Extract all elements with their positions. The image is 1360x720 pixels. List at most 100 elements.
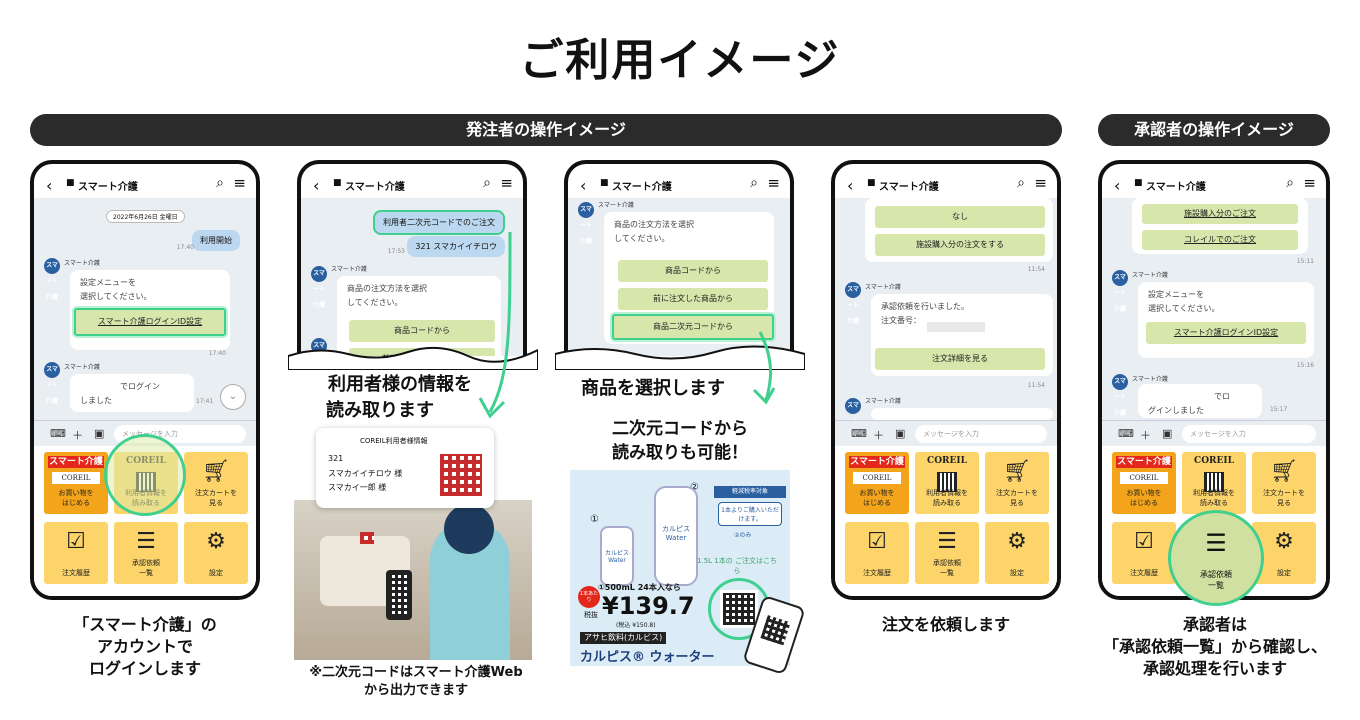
search-icon[interactable]: ⌕ bbox=[750, 175, 758, 191]
option-product-code[interactable]: 商品コードから bbox=[349, 320, 495, 342]
approval-list-highlight[interactable]: 承認依頼 一覧 bbox=[1200, 570, 1232, 590]
gear-icon: ⚙ bbox=[1274, 529, 1294, 554]
back-arrow-icon[interactable]: ‹ bbox=[580, 176, 587, 195]
caption-read-2: 読み取ります bbox=[326, 400, 434, 421]
keyboard-icon[interactable]: ⌨ bbox=[50, 427, 66, 440]
search-icon[interactable]: ⌕ bbox=[483, 175, 491, 191]
bot-text: 商品の注文方法を選択 してください。 bbox=[347, 284, 427, 307]
bot-avatar: スマート介護 bbox=[44, 362, 60, 405]
back-arrow-icon[interactable]: ‹ bbox=[1114, 176, 1121, 195]
price-label: 税抜 bbox=[584, 611, 598, 619]
tile-label: 利用者情報を 読み取る bbox=[1193, 489, 1235, 507]
menu-icon[interactable]: ≡ bbox=[1034, 174, 1047, 192]
keyboard-icon[interactable]: ⌨ bbox=[851, 427, 867, 440]
option-facility-order[interactable]: 施設購入分のご注文 bbox=[1142, 204, 1298, 224]
bot-bubble: でログイン しました bbox=[70, 374, 194, 412]
highlight-ring: ☰ 承認依頼 一覧 bbox=[1168, 510, 1264, 606]
nurse-head bbox=[444, 504, 494, 554]
message-input[interactable]: メッセージを入力 bbox=[915, 425, 1047, 443]
shop-start-tile[interactable]: スマート介護 COREIL お買い物を はじめる bbox=[845, 452, 909, 514]
shop-start-tile[interactable]: スマート介護 COREIL お買い物を はじめる bbox=[1112, 452, 1176, 514]
timestamp: 17:40 bbox=[176, 244, 194, 251]
login-text: グインしました bbox=[1148, 406, 1204, 415]
cart-tile[interactable]: 🛒︎ 注文カートを 見る bbox=[1252, 452, 1316, 514]
app-name: スマート介護 bbox=[1146, 182, 1206, 193]
plus-icon[interactable]: ＋ bbox=[72, 429, 83, 442]
bot-bubble: 商品の注文方法を選択 してください。 bbox=[337, 276, 501, 356]
app-header: ‹ ■ スマート介護 ⌕ ≡ bbox=[34, 164, 256, 206]
back-arrow-icon[interactable]: ‹ bbox=[46, 176, 53, 195]
menu-icon[interactable]: ≡ bbox=[1303, 174, 1316, 192]
back-arrow-icon[interactable]: ‹ bbox=[847, 176, 854, 195]
bottle-small: カルピス Water bbox=[600, 526, 634, 586]
option-none[interactable]: なし bbox=[875, 206, 1045, 228]
gear-icon: ⚙ bbox=[1007, 529, 1027, 554]
maker-label: アサヒ飲料(カルビス) bbox=[580, 632, 667, 644]
search-icon[interactable]: ⌕ bbox=[216, 175, 224, 191]
bot-text: 設定メニューを 選択してください。 bbox=[80, 278, 152, 301]
image-icon[interactable]: ▣ bbox=[94, 427, 105, 440]
order-history-tile[interactable]: ☑ 注文履歴 bbox=[845, 522, 909, 584]
bot-bubble: でロ グインしました bbox=[1138, 384, 1262, 418]
order-history-tile[interactable]: ☑ 注文履歴 bbox=[44, 522, 108, 584]
menu-icon[interactable]: ≡ bbox=[500, 174, 513, 192]
option-facility[interactable]: 施設購入分の注文をする bbox=[875, 234, 1045, 256]
chevron-down-icon[interactable]: ⌄ bbox=[220, 384, 246, 410]
order-detail-button[interactable]: 注文詳細を見る bbox=[875, 348, 1045, 370]
brand-label: スマート介護 bbox=[849, 456, 905, 468]
bot-name: スマート介護 bbox=[64, 260, 100, 267]
bot-icon: ■ bbox=[867, 178, 876, 188]
bot-avatar: スマート介護 bbox=[1112, 374, 1128, 417]
message-input[interactable]: メッセージを入力 bbox=[1182, 425, 1316, 443]
brand-label: スマート介護 bbox=[48, 456, 104, 468]
tile-label: 利用者情報を 読み取る bbox=[926, 489, 968, 507]
user-bubble: 321 スマカイイチロウ bbox=[407, 236, 505, 257]
option-previous-order[interactable]: 前に注文した商品から bbox=[618, 288, 768, 310]
menu-icon[interactable]: ≡ bbox=[233, 174, 246, 192]
highlight-ring bbox=[104, 434, 186, 516]
approval-list-tile[interactable]: ☰ 承認依頼 一覧 bbox=[915, 522, 979, 584]
login-text: でロ bbox=[1214, 392, 1230, 401]
tile-label: 設定 bbox=[1010, 569, 1024, 577]
caption-qr-2: 読み取りも可能！ bbox=[612, 443, 748, 463]
tile-label: 注文履歴 bbox=[863, 569, 891, 577]
login-id-setting-button[interactable]: スマート介護ログインID設定 bbox=[74, 308, 226, 336]
approval-list-tile[interactable]: ☰ 承認依頼 一覧 bbox=[114, 522, 178, 584]
cart-icon: 🛒︎ bbox=[1003, 459, 1031, 484]
timestamp: 11:54 bbox=[1027, 382, 1045, 389]
badge: 1本よりご購入いただけます。 bbox=[718, 502, 782, 526]
search-icon[interactable]: ⌕ bbox=[1286, 175, 1294, 191]
tile-label: 承認依頼 一覧 bbox=[132, 559, 160, 577]
product-num-1: ① bbox=[590, 514, 599, 525]
image-icon[interactable]: ▣ bbox=[895, 427, 906, 440]
bot-name: スマート介護 bbox=[865, 398, 901, 405]
plus-icon[interactable]: ＋ bbox=[873, 429, 884, 442]
order-history-tile[interactable]: ☑ 注文履歴 bbox=[1112, 522, 1176, 584]
image-icon[interactable]: ▣ bbox=[1162, 427, 1173, 440]
shop-start-tile[interactable]: スマート介護 COREIL お買い物を はじめる bbox=[44, 452, 108, 514]
keyboard-icon[interactable]: ⌨ bbox=[1118, 427, 1134, 440]
settings-tile[interactable]: ⚙ 設定 bbox=[184, 522, 248, 584]
search-icon[interactable]: ⌕ bbox=[1017, 175, 1025, 191]
read-user-info-tile[interactable]: COREIL 利用者情報を 読み取る bbox=[915, 452, 979, 514]
settings-tile[interactable]: ⚙ 設定 bbox=[985, 522, 1049, 584]
bot-avatar: スマート介護 bbox=[44, 258, 60, 301]
login-id-setting-button[interactable]: スマート介護ログインID設定 bbox=[1146, 322, 1306, 344]
cart-tile[interactable]: 🛒︎ 注文カートを 見る bbox=[184, 452, 248, 514]
option-product-code[interactable]: 商品コードから bbox=[618, 260, 768, 282]
plus-icon[interactable]: ＋ bbox=[1140, 429, 1151, 442]
tile-label: 注文カートを 見る bbox=[996, 489, 1038, 507]
menu-icon[interactable]: ≡ bbox=[767, 174, 780, 192]
phone-1: ‹ ■ スマート介護 ⌕ ≡ 2022年6月26日 金曜日 利用開始 17:40… bbox=[30, 160, 260, 600]
read-user-info-tile[interactable]: COREIL 利用者情報を 読み取る bbox=[1182, 452, 1246, 514]
option-coreil-order[interactable]: コレイルでのご注文 bbox=[1142, 230, 1298, 250]
app-header: ‹ ■ スマート介護 ⌕ ≡ bbox=[301, 164, 523, 206]
timestamp: 17:41 bbox=[196, 398, 214, 405]
cart-tile[interactable]: 🛒︎ 注文カートを 見る bbox=[985, 452, 1049, 514]
timestamp: 15:17 bbox=[1270, 406, 1288, 413]
option-product-qr[interactable]: 商品二次元コードから bbox=[612, 314, 774, 340]
back-arrow-icon[interactable]: ‹ bbox=[313, 176, 320, 195]
user-info-card: COREIL利用者様情報 321 スマカイイチロウ 様 スマカイ一郎 様 bbox=[316, 428, 494, 508]
gear-icon: ⚙ bbox=[206, 529, 226, 554]
